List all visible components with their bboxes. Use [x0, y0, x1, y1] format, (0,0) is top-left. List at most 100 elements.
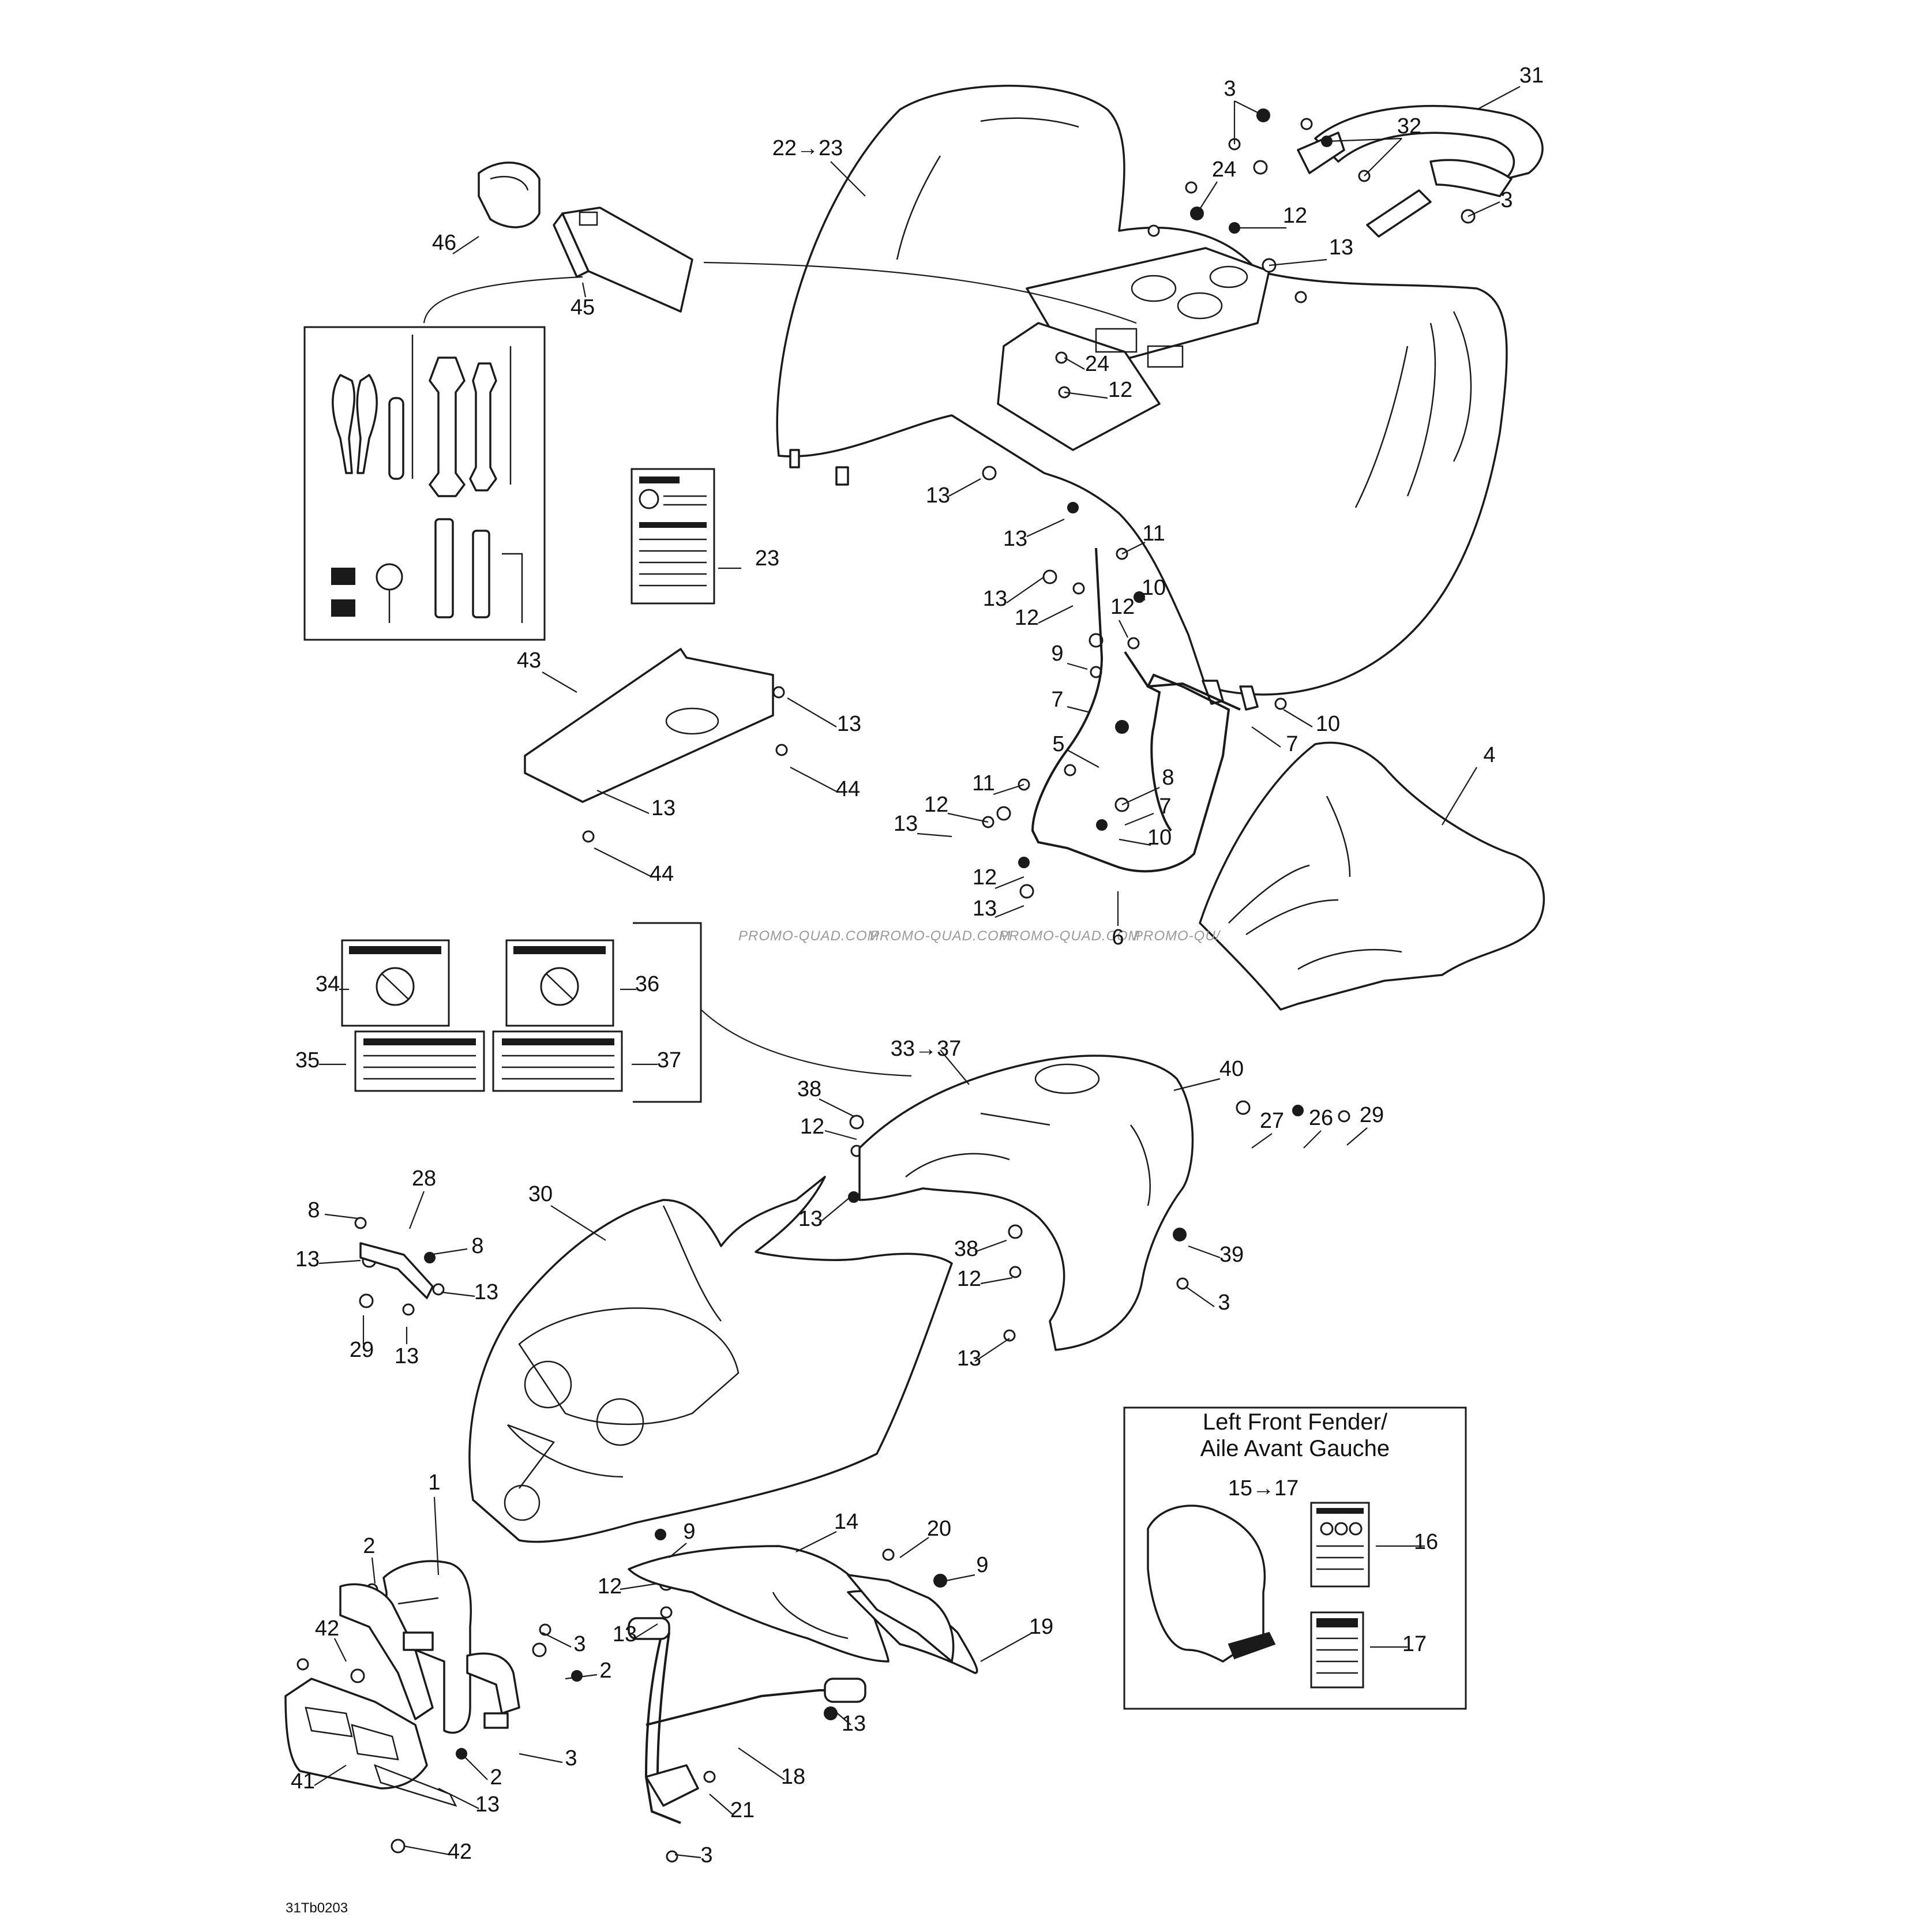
fastener [703, 1770, 716, 1783]
leader-line [1196, 181, 1218, 214]
fuel-tank-cover [858, 1055, 1194, 1351]
fastener [1274, 697, 1287, 710]
callout-3b: 3 [1500, 188, 1513, 212]
watermark-row: PROMO-QUAD.COM PROMO-QUAD.COM PROMO-QUAD… [738, 928, 1221, 944]
leader-lines [314, 86, 1521, 1859]
fastener [1019, 884, 1034, 899]
watermark-4: PROMO-QU/ [1134, 928, 1221, 944]
leader-line [674, 1854, 701, 1859]
leader-line [565, 1674, 598, 1680]
leader-line [318, 1259, 361, 1265]
fastener [1176, 1277, 1189, 1290]
leader-line [1121, 787, 1160, 805]
leader-line [1006, 576, 1045, 603]
leader-line [1173, 1078, 1221, 1091]
callout-13j: 13 [798, 1207, 823, 1231]
callout-12e: 12 [924, 793, 948, 817]
callout-20: 20 [927, 1517, 951, 1541]
callout-40: 40 [1219, 1057, 1244, 1081]
leader-line [1139, 597, 1146, 601]
callout-9c: 9 [976, 1553, 988, 1577]
leader-line [824, 1130, 857, 1141]
leader-line [1442, 767, 1477, 826]
leader-line [433, 1496, 440, 1575]
leader-line [790, 767, 837, 792]
diagram-code: 31Tb0203 [286, 1900, 348, 1916]
callout-24b: 24 [1085, 352, 1109, 376]
fastener [1253, 160, 1268, 175]
callout-41: 41 [291, 1769, 315, 1794]
callout-35: 35 [295, 1048, 320, 1072]
callout-13l: 13 [395, 1344, 419, 1368]
leader-line [948, 478, 981, 497]
leader-line [314, 1765, 347, 1786]
leader-line [403, 1845, 451, 1856]
leader-line [1251, 726, 1281, 748]
callout-14: 14 [834, 1510, 858, 1534]
callout-labels: 31 3 32 3 22→23 24 12 13 46 45 24 12 13 … [291, 63, 1544, 1867]
fastener [660, 1606, 673, 1619]
leader-line [899, 1537, 929, 1558]
small-bracket [359, 1242, 434, 1299]
callout-32: 32 [1397, 114, 1421, 138]
leader-line [550, 1205, 606, 1241]
fastener [1185, 181, 1198, 194]
callout-45: 45 [571, 295, 595, 320]
callout-7a: 7 [1051, 688, 1063, 712]
callout-3f: 3 [700, 1843, 712, 1867]
fastener [1115, 720, 1129, 734]
callout-13c: 13 [1003, 527, 1027, 551]
callout-1: 1 [428, 1470, 440, 1495]
fastener [1096, 819, 1108, 831]
callout-11a: 11 [1142, 522, 1165, 546]
callout-18: 18 [781, 1765, 805, 1789]
callout-36: 36 [635, 972, 659, 996]
leader-line [1119, 838, 1151, 846]
fastener [655, 1529, 666, 1540]
leader-line [917, 832, 952, 838]
fastener [391, 1839, 406, 1854]
leader-line [945, 1574, 975, 1582]
fastener [1147, 224, 1160, 237]
callout-38b: 38 [954, 1237, 978, 1261]
fastener [996, 806, 1011, 821]
leader-line [542, 1632, 572, 1648]
leader-line [1185, 1286, 1215, 1307]
callout-13i: 13 [295, 1247, 320, 1271]
leader-line [993, 783, 1024, 796]
fastener [297, 1658, 309, 1671]
callout-15-17: 15→17 [1228, 1476, 1299, 1500]
leader-line [1026, 519, 1065, 537]
leader-line [980, 1277, 1013, 1285]
leader-line [542, 671, 577, 693]
leader-line [1038, 605, 1074, 624]
rear-fender [776, 85, 1508, 711]
fastener [1338, 1110, 1350, 1123]
fastener [1008, 1224, 1023, 1239]
fastener [1089, 633, 1104, 648]
leader-line [1269, 258, 1327, 267]
leader-line [819, 1194, 854, 1224]
leader-line [1251, 1133, 1273, 1149]
watermark-3: PROMO-QUAD.COM [999, 928, 1140, 944]
callout-30: 30 [528, 1182, 553, 1206]
fastener [1127, 637, 1140, 650]
callout-13e: 13 [837, 712, 861, 736]
callout-39: 39 [1219, 1243, 1244, 1267]
leader-line [1067, 662, 1088, 670]
callout-38a: 38 [797, 1077, 821, 1101]
callout-3d: 3 [573, 1632, 586, 1656]
callout-3a: 3 [1224, 77, 1236, 101]
leader-line [787, 697, 837, 727]
callout-2b: 2 [599, 1659, 611, 1683]
callout-7c: 7 [1159, 794, 1171, 819]
front-bumper [339, 1560, 520, 1734]
callout-11b: 11 [972, 771, 994, 796]
leader-line [709, 1794, 733, 1815]
callout-44b: 44 [650, 862, 674, 886]
callout-24a: 24 [1212, 157, 1236, 182]
fastener [824, 1706, 838, 1720]
callout-4: 4 [1483, 743, 1495, 767]
front-fender-panel [1199, 741, 1545, 1011]
fastener [849, 1115, 864, 1130]
